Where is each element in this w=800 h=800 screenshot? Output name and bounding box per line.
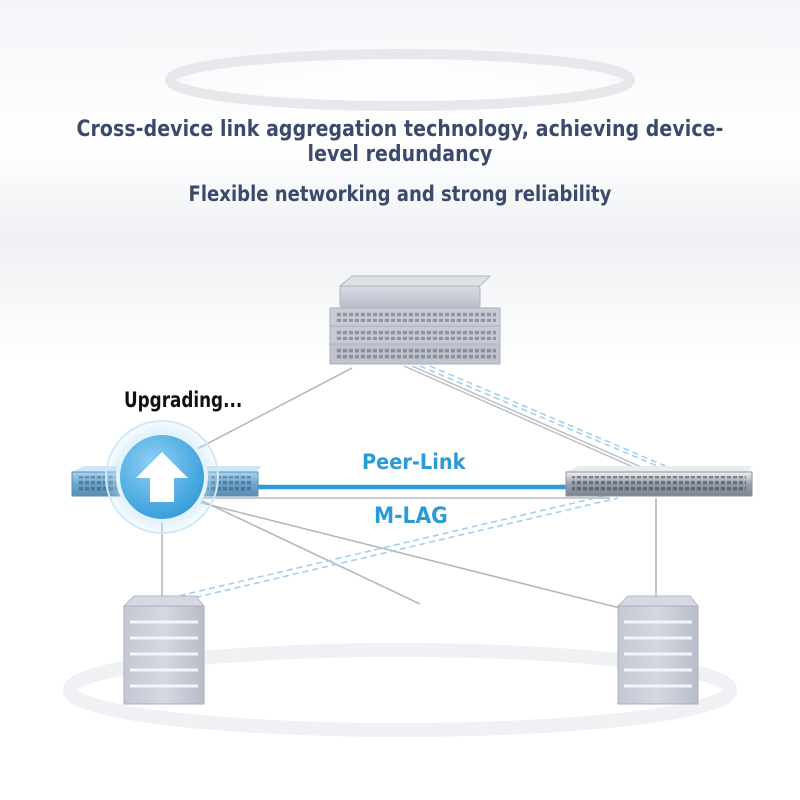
- peer-link-label: Peer-Link: [362, 450, 466, 474]
- upgrade-indicator: [105, 420, 219, 534]
- core-to-right-links: [403, 365, 649, 471]
- bg-ring-lower: [63, 643, 737, 737]
- bg-ring-upper: [165, 49, 635, 111]
- headline-secondary: Flexible networking and strong reliabili…: [188, 182, 612, 206]
- dashed-links: [169, 365, 671, 603]
- server-rack-right: [616, 595, 700, 705]
- upload-arrow-icon: [136, 452, 188, 502]
- headline-primary: Cross-device link aggregation technology…: [76, 117, 724, 167]
- upgrading-status-label: Upgrading...: [124, 388, 243, 412]
- server-rack-left: [122, 595, 206, 705]
- mlag-label: M-LAG: [374, 504, 448, 529]
- core-switch-chassis: [329, 275, 501, 365]
- access-switch-right: [565, 466, 753, 497]
